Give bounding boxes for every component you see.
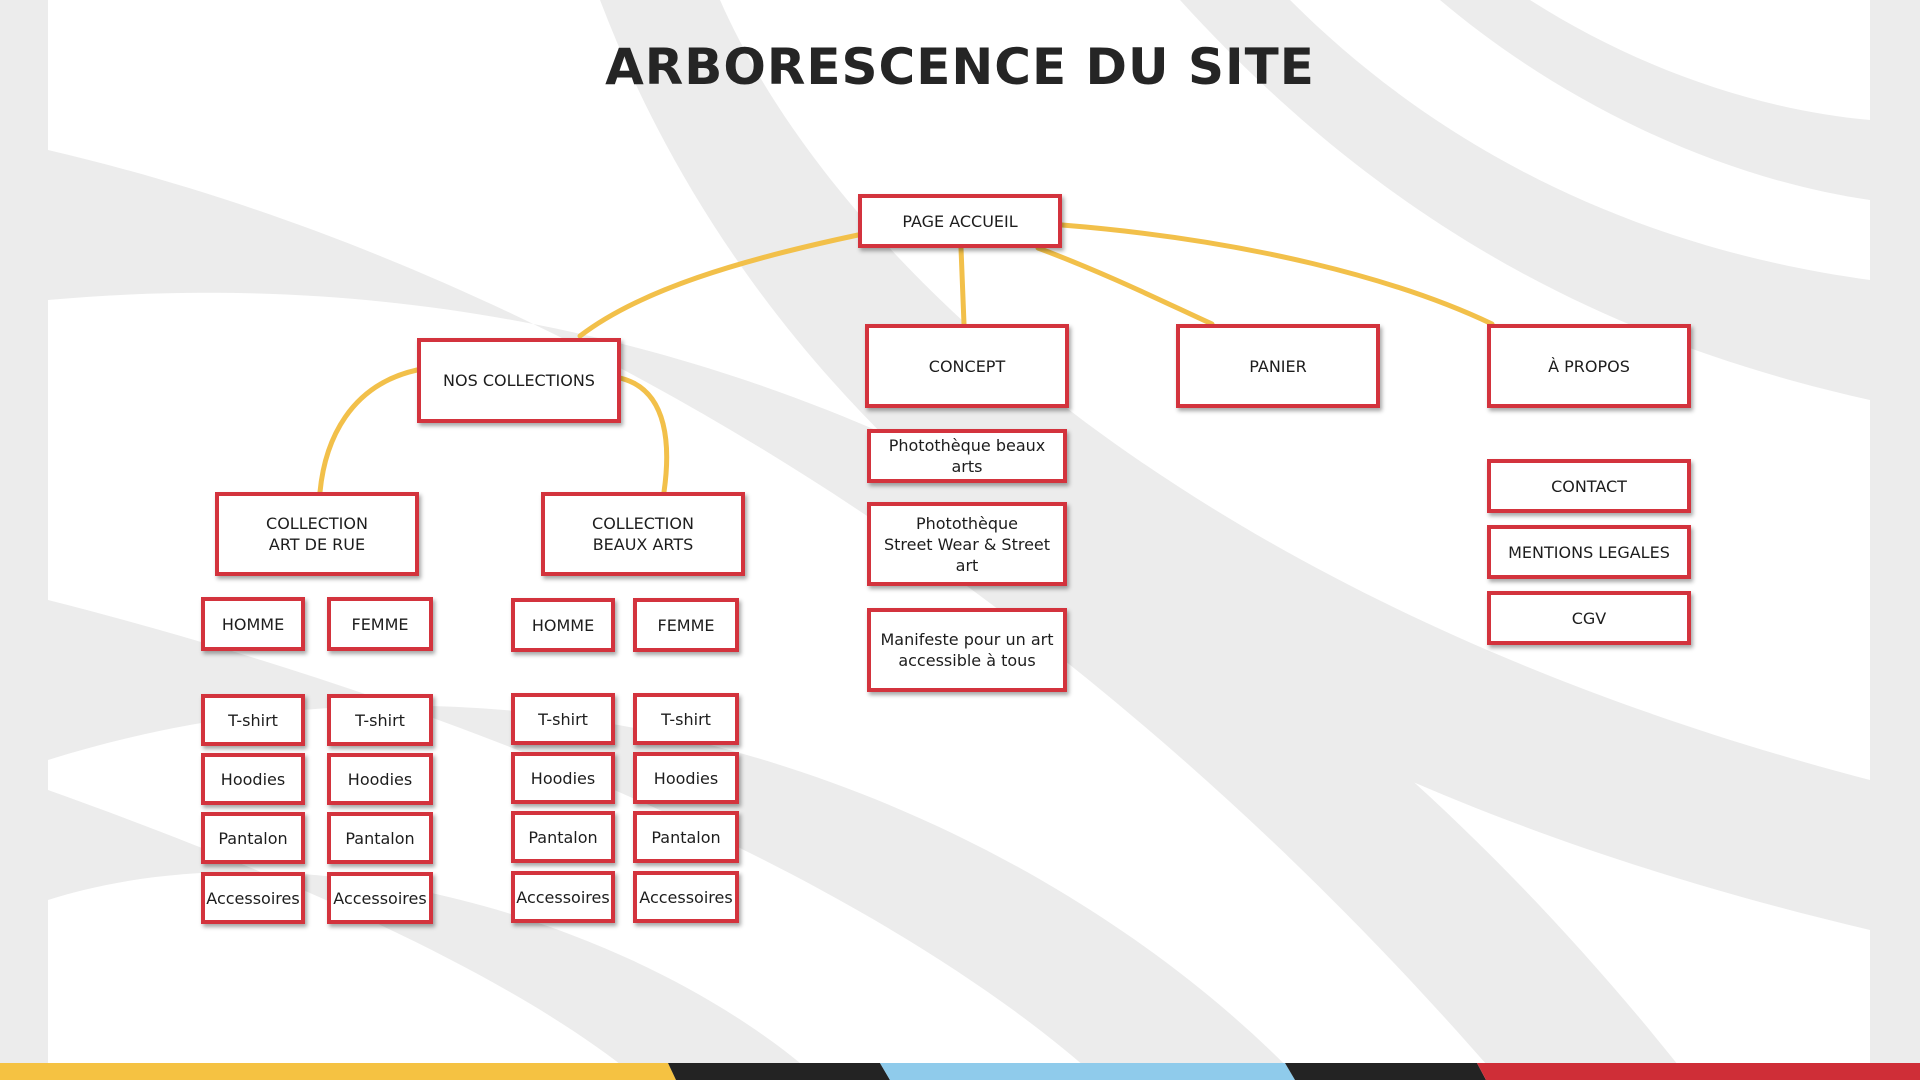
node-beaux-homme-pantalon[interactable]: Pantalon (511, 811, 615, 863)
connector-accueil-collections (577, 232, 861, 339)
node-beaux-homme-accessoires[interactable]: Accessoires (511, 871, 615, 923)
node-rue-homme-hoodies[interactable]: Hoodies (201, 753, 305, 805)
node-beaux-femme-hoodies[interactable]: Hoodies (633, 752, 739, 804)
node-beaux-femme[interactable]: FEMME (633, 598, 739, 652)
node-phototheque-beaux-arts[interactable]: Photothèque beaux arts (867, 429, 1067, 483)
node-beaux-femme-tshirt[interactable]: T-shirt (633, 693, 739, 745)
node-beaux-homme-tshirt[interactable]: T-shirt (511, 693, 615, 745)
node-rue-femme-accessoires[interactable]: Accessoires (327, 872, 433, 924)
page-title: ARBORESCENCE DU SITE (605, 38, 1315, 96)
node-contact[interactable]: CONTACT (1487, 459, 1691, 513)
node-phototheque-street[interactable]: Photothèque Street Wear & Street art (867, 502, 1067, 586)
node-collection-beaux-arts[interactable]: COLLECTION BEAUX ARTS (541, 492, 745, 576)
node-rue-homme[interactable]: HOMME (201, 597, 305, 651)
node-rue-femme-hoodies[interactable]: Hoodies (327, 753, 433, 805)
node-manifeste[interactable]: Manifeste pour un art accessible à tous (867, 608, 1067, 692)
node-page-accueil[interactable]: PAGE ACCUEIL (858, 194, 1062, 248)
connector-accueil-concept (958, 245, 967, 327)
node-beaux-femme-accessoires[interactable]: Accessoires (633, 871, 739, 923)
node-nos-collections[interactable]: NOS COLLECTIONS (417, 338, 621, 423)
node-beaux-homme-hoodies[interactable]: Hoodies (511, 752, 615, 804)
node-concept[interactable]: CONCEPT (865, 324, 1069, 408)
node-beaux-femme-pantalon[interactable]: Pantalon (633, 811, 739, 863)
node-rue-homme-tshirt[interactable]: T-shirt (201, 694, 305, 746)
connector-accueil-panier (1035, 245, 1215, 327)
node-mentions-legales[interactable]: MENTIONS LEGALES (1487, 525, 1691, 579)
connector-accueil-apropos (1059, 222, 1495, 327)
node-rue-femme-tshirt[interactable]: T-shirt (327, 694, 433, 746)
node-collection-art-de-rue[interactable]: COLLECTION ART DE RUE (215, 492, 419, 576)
node-rue-homme-accessoires[interactable]: Accessoires (201, 872, 305, 924)
node-rue-femme-pantalon[interactable]: Pantalon (327, 812, 433, 864)
node-cgv[interactable]: CGV (1487, 591, 1691, 645)
connector-collections-beaux (617, 375, 670, 495)
node-beaux-homme[interactable]: HOMME (511, 598, 615, 652)
node-rue-homme-pantalon[interactable]: Pantalon (201, 812, 305, 864)
node-panier[interactable]: PANIER (1176, 324, 1380, 408)
node-a-propos[interactable]: À PROPOS (1487, 324, 1691, 408)
connector-collections-rue (317, 367, 420, 495)
node-rue-femme[interactable]: FEMME (327, 597, 433, 651)
